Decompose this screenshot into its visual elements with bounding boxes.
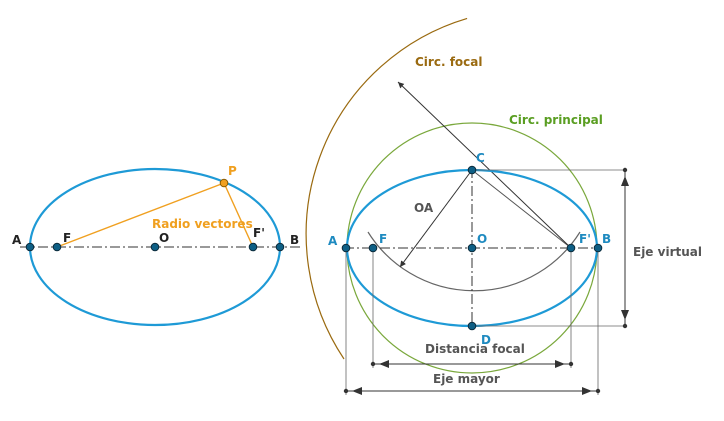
dim-eje-virtual-end-bottom	[622, 323, 628, 329]
left-point-f-prime	[248, 242, 258, 252]
left-label-b: B	[290, 233, 299, 247]
right-label-c: C	[476, 151, 485, 165]
right-label-d: D	[481, 333, 491, 347]
right-label-o: O	[477, 232, 487, 246]
dim-distancia-focal-end-left	[370, 361, 376, 367]
right-point-f	[368, 243, 378, 253]
radio-vector-f2p	[223, 182, 254, 248]
right-point-f-prime	[566, 243, 576, 253]
arrow-f-prime-to-focal	[397, 81, 572, 249]
eje-mayor-label: Eje mayor	[433, 372, 500, 386]
circ-principal-label: Circ. principal	[509, 113, 603, 127]
left-label-f-prime: F'	[253, 226, 265, 240]
right-point-c	[467, 165, 477, 175]
circ-focal-label: Circ. focal	[415, 55, 482, 69]
right-point-b	[593, 243, 603, 253]
radio-vector-fp	[56, 182, 225, 248]
dim-distancia-focal-arrow-right	[555, 360, 565, 368]
dim-eje-virtual-end-top	[622, 167, 628, 173]
left-point-f	[52, 242, 62, 252]
left-label-p: P	[228, 164, 237, 178]
dim-distancia-focal-arrow-left	[379, 360, 389, 368]
left-label-f: F	[63, 231, 71, 245]
dim-distancia-focal-end-right	[568, 361, 574, 367]
right-label-f-prime: F'	[579, 232, 591, 246]
oa-label: OA	[414, 201, 434, 215]
dim-eje-mayor-end-right	[595, 388, 601, 394]
right-label-f: F	[379, 232, 387, 246]
left-point-p	[219, 178, 229, 188]
left-label-o: O	[159, 231, 169, 245]
eje-virtual-label: Eje virtual	[633, 245, 702, 259]
right-ellipse-figure: A F O F' B C D OA Circ. focal Circ. prin…	[305, 17, 702, 395]
left-point-o	[150, 242, 160, 252]
right-point-d	[467, 321, 477, 331]
arrow-c-to-f	[399, 169, 473, 268]
radio-vectores-label: Radio vectores	[152, 217, 253, 231]
dim-eje-mayor-end-left	[343, 388, 349, 394]
dim-eje-virtual-arrow-top	[621, 176, 629, 186]
dim-eje-mayor-arrow-right	[582, 387, 592, 395]
right-point-o	[467, 243, 477, 253]
dim-eje-mayor-arrow-left	[352, 387, 362, 395]
arc-radius-oa	[367, 231, 581, 292]
right-label-a: A	[328, 234, 338, 248]
right-point-a	[341, 243, 351, 253]
right-label-b: B	[602, 232, 611, 246]
left-label-a: A	[12, 233, 22, 247]
left-ellipse-figure: A F O F' B P Radio vectores	[12, 164, 300, 327]
left-point-a	[25, 242, 35, 252]
circ-focal-arc	[305, 17, 468, 360]
distancia-focal-label: Distancia focal	[425, 342, 525, 356]
line-c-f-prime	[471, 169, 572, 249]
left-point-b	[275, 242, 285, 252]
dim-eje-virtual-arrow-bottom	[621, 310, 629, 320]
